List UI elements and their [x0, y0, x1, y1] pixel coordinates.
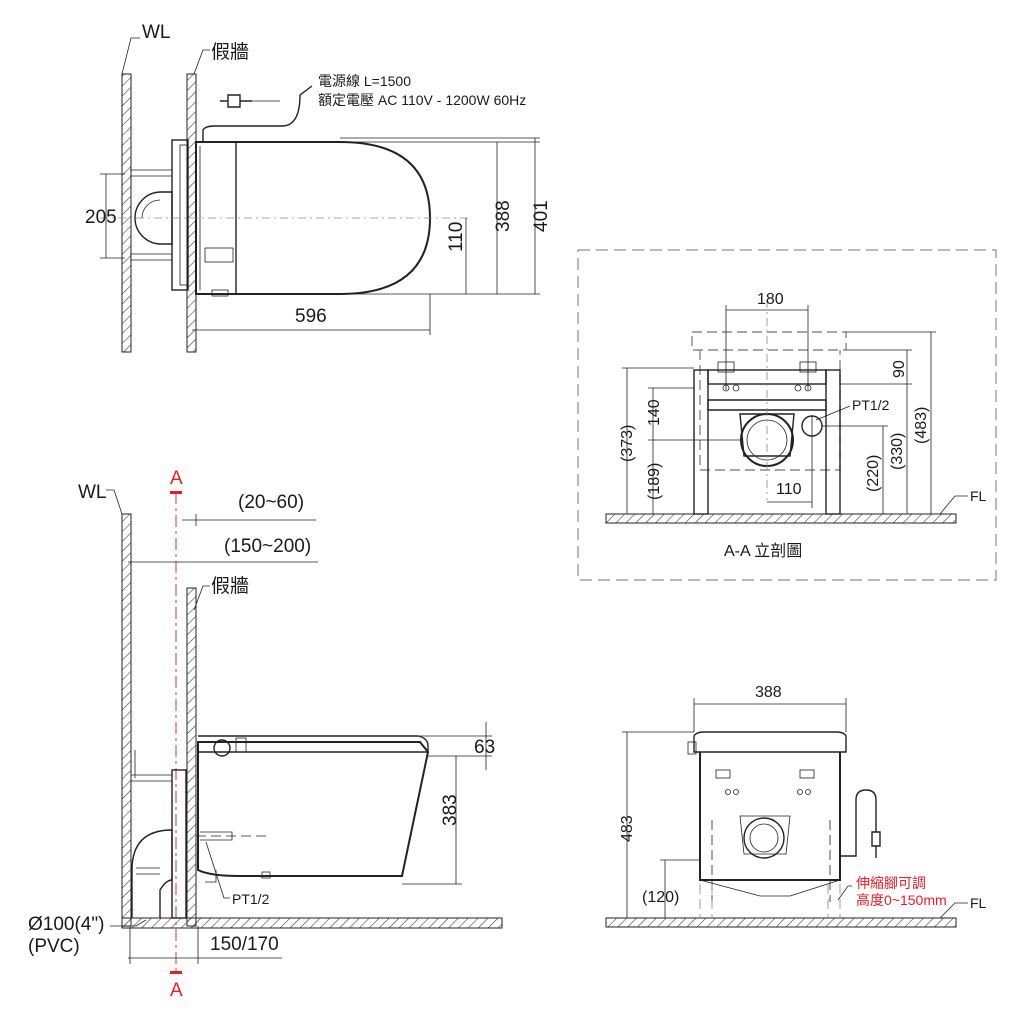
top-wl-label: WL [142, 22, 171, 43]
side-pipe-material: (PVC) [28, 936, 80, 957]
side-dim-150-170: 150/170 [210, 934, 279, 955]
side-pt-label: PT1/2 [232, 891, 270, 907]
top-dim-205: 205 [85, 207, 117, 228]
section-dim-90: 90 [891, 360, 908, 378]
top-dim-401: 401 [531, 200, 552, 232]
side-bowl [197, 741, 430, 877]
section-dim-483: (483) [913, 407, 930, 444]
side-dim-63: 63 [474, 737, 495, 758]
front-dim-483: 483 [619, 815, 636, 842]
section-dim-220: (220) [865, 455, 882, 492]
section-dim-110: 110 [776, 481, 802, 498]
top-wall [121, 73, 132, 353]
front-adjust-label-2: 高度0~150mm [856, 892, 947, 908]
section-mark-top: A [170, 468, 183, 489]
front-dim-388: 388 [755, 684, 782, 701]
front-power-cord [840, 789, 877, 857]
top-power-cord [202, 85, 313, 142]
side-view: WL 假牆 A A PT1/2 (20~60) (150~200) [28, 468, 503, 1001]
side-dim-150-200: (150~200) [224, 536, 311, 557]
front-bowl [699, 752, 841, 881]
top-dim-596: 596 [295, 306, 327, 327]
top-voltage-label: 額定電壓 AC 110V - 1200W 60Hz [318, 92, 526, 108]
section-dim-330: (330) [889, 433, 906, 470]
side-false-wall [186, 587, 197, 927]
section-dim-140: 140 [646, 399, 663, 426]
side-false-wall-label: 假牆 [211, 575, 249, 597]
section-frame-left [693, 369, 709, 515]
section-frame [577, 249, 997, 581]
top-false-wall-label: 假牆 [211, 41, 249, 63]
section-dim-180: 180 [757, 291, 784, 308]
side-wall [121, 513, 132, 927]
front-dim-120: (120) [642, 889, 679, 906]
section-pt-label: PT1/2 [852, 397, 890, 413]
section-fl-label: FL [970, 488, 987, 504]
side-drain-elbow [131, 829, 173, 918]
section-frame-right [825, 369, 841, 515]
front-fl-label: FL [970, 895, 987, 911]
section-view: FL PT1/2 180 140 (373 [577, 249, 997, 581]
side-pipe-size: Ø100(4") [28, 914, 104, 935]
front-view: FL 388 483 (120) 伸縮腳可調 高度0 [605, 684, 987, 928]
front-adjust-label-1: 伸縮腳可調 [856, 875, 926, 891]
side-seat [198, 735, 429, 753]
section-dim-373: (373) [619, 425, 636, 462]
side-dim-383: 383 [440, 794, 461, 826]
front-seat [693, 731, 847, 753]
side-dim-20-60: (20~60) [238, 492, 304, 513]
top-dim-110: 110 [446, 222, 467, 252]
side-wl-label: WL [78, 482, 107, 503]
top-cord-label: 電源線 L=1500 [318, 73, 411, 89]
top-dim-388: 388 [493, 200, 514, 232]
section-mark-bottom: A [170, 980, 183, 1001]
section-title: A-A 立剖圖 [724, 542, 802, 560]
side-floor [121, 917, 503, 929]
front-floor [605, 917, 957, 928]
section-floor [605, 513, 957, 524]
section-bowl [691, 331, 847, 471]
section-dim-189: (189) [646, 463, 663, 500]
side-frame [171, 769, 187, 919]
top-view: WL 假牆 電源線 L=1500 額定電壓 AC 110V - 1200W 60… [85, 22, 552, 353]
